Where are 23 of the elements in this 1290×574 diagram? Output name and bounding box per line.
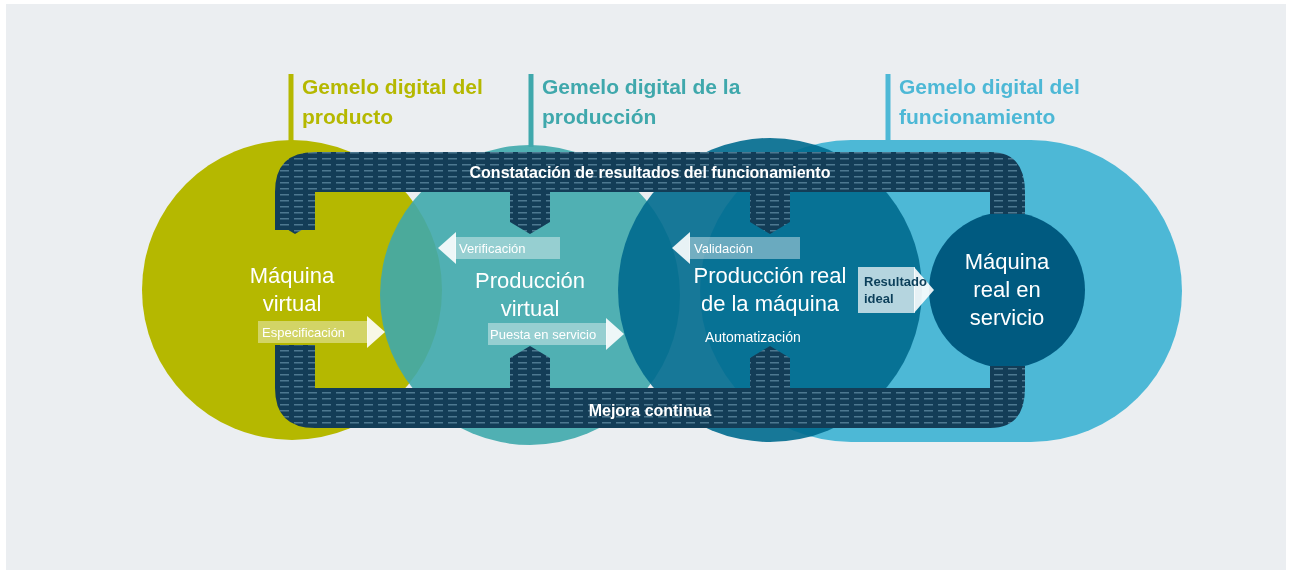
twin-heading: Gemelo digital de la producción <box>542 74 742 130</box>
edge-label: Verificación <box>459 240 527 258</box>
edge-label: Validación <box>694 240 755 258</box>
edge-label: Especificación <box>262 324 347 342</box>
edge-label: Resultado ideal <box>864 273 928 307</box>
arrow <box>672 232 800 264</box>
leader-line <box>885 74 891 140</box>
stage-title: Producción real de la máquina <box>692 262 848 318</box>
arrow <box>258 316 385 348</box>
stage-title: Máquina real en servicio <box>963 248 1051 332</box>
edge-label: Puesta en servicio <box>490 326 598 344</box>
loop-label: Constatación de resultados del funcionamiento <box>468 163 832 183</box>
twin-heading: Gemelo digital del funcionamiento <box>899 74 1081 130</box>
arrow <box>488 318 624 350</box>
arrow <box>858 267 934 313</box>
stage-label: Automatización <box>705 328 802 347</box>
stage-title: Máquina virtual <box>248 262 336 318</box>
loop-label: Mejora continua <box>587 401 713 421</box>
twin-heading: Gemelo digital del producto <box>302 74 484 130</box>
leader-line <box>288 74 294 142</box>
arrow <box>438 232 560 264</box>
leader-line <box>528 74 534 147</box>
stage-title: Producción virtual <box>473 267 587 323</box>
